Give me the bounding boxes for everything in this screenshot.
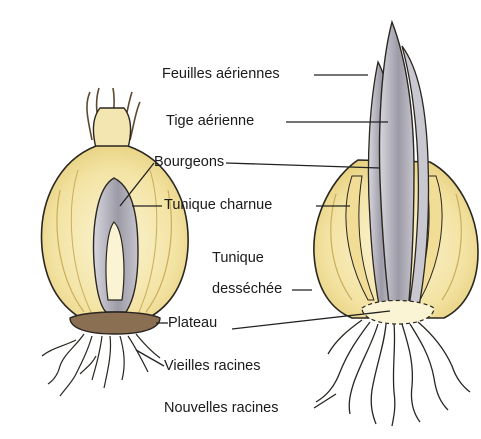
label-dessechee: desséchée — [212, 281, 282, 298]
new-roots — [316, 320, 470, 426]
label-tige-aerienne: Tige aérienne — [166, 113, 254, 130]
right-plateau — [362, 301, 434, 325]
label-tunique: Tunique — [212, 250, 264, 267]
label-bourgeons: Bourgeons — [154, 154, 224, 171]
old-roots — [42, 334, 160, 396]
label-vieilles-racines: Vieilles racines — [164, 358, 260, 375]
bulb-neck — [93, 108, 130, 148]
bulb-plateau — [70, 312, 160, 334]
label-feuilles-aeriennes: Feuilles aériennes — [162, 66, 280, 83]
left-bulb — [42, 88, 189, 396]
label-tunique-charnue: Tunique charnue — [164, 197, 272, 214]
label-plateau: Plateau — [168, 315, 217, 332]
right-bulb — [314, 22, 478, 426]
label-nouvelles-racines: Nouvelles racines — [164, 400, 278, 417]
